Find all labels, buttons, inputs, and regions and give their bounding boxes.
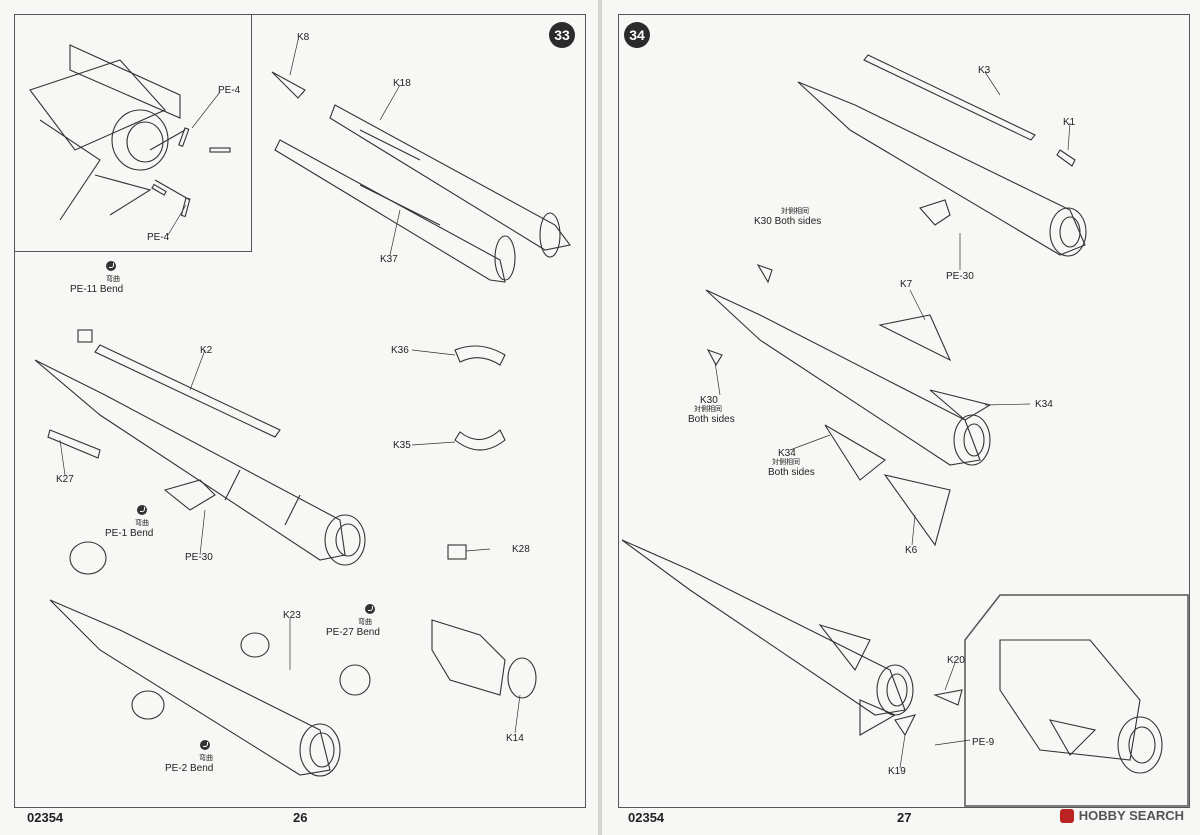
label-pe1-bend: Bend <box>130 528 154 539</box>
page-gutter <box>598 0 602 835</box>
label-k34-left-note: Both sides <box>768 467 815 478</box>
label-pe2-bend-jp: 弯曲 <box>199 755 213 762</box>
label-k30-top-jp: 対側相同 <box>781 208 809 215</box>
label-pe11-bend: Bend <box>99 284 124 295</box>
label-k6: K6 <box>905 545 918 556</box>
left-page-number: 26 <box>293 810 308 825</box>
bend-icon <box>106 261 116 271</box>
label-pe1-bend-jp: 弯曲 <box>135 520 149 527</box>
label-k8: K8 <box>297 32 310 43</box>
left-product-code: 02354 <box>27 810 64 825</box>
right-page-number: 27 <box>897 810 912 825</box>
label-pe4-top: PE-4 <box>218 85 241 96</box>
hobby-search-logo-icon <box>1059 808 1074 823</box>
label-k28: K28 <box>512 544 530 555</box>
label-pe2-part: PE-2 <box>165 763 188 774</box>
right-page-border <box>618 14 1190 808</box>
label-k30-top-note: Both sides <box>774 216 822 227</box>
label-k30-top-part: K30 <box>754 216 772 227</box>
right-product-code: 02354 <box>628 810 665 825</box>
bend-icon <box>200 740 210 750</box>
bend-icon <box>137 505 147 515</box>
step-number-33: 33 <box>549 22 575 48</box>
label-k7: K7 <box>900 279 913 290</box>
label-k34-right: K34 <box>1035 399 1053 410</box>
label-pe30-left: PE-30 <box>185 552 213 563</box>
label-pe11-bend-jp: 弯曲 <box>106 276 120 283</box>
label-k14: K14 <box>506 733 524 744</box>
label-pe11-part: PE-11 <box>70 284 98 295</box>
label-k30-bottom-jp: 対側相同 <box>694 406 722 413</box>
hobby-search-watermark: HOBBY SEARCH <box>1059 808 1184 823</box>
label-k34-left-jp: 対側相同 <box>772 459 800 466</box>
label-k37: K37 <box>380 254 398 265</box>
label-k30-bottom-note: Both sides <box>688 414 735 425</box>
label-pe1: 弯曲 PE-1 Bend <box>105 520 153 539</box>
label-pe27: 弯曲 PE-27 Bend <box>326 619 380 638</box>
label-k35: K35 <box>393 440 411 451</box>
label-pe30-right: PE-30 <box>946 271 974 282</box>
label-k2: K2 <box>200 345 213 356</box>
label-pe4-bottom: PE-4 <box>147 232 170 243</box>
label-pe27-bend-jp: 弯曲 <box>358 619 372 626</box>
label-pe27-part: PE-27 <box>326 627 354 638</box>
label-k18: K18 <box>393 78 411 89</box>
step-number-34: 34 <box>624 22 650 48</box>
label-k27: K27 <box>56 474 74 485</box>
label-k19: K19 <box>888 766 906 777</box>
label-pe11: 弯曲 PE-11 Bend <box>70 276 123 295</box>
detail-inset-frame <box>14 14 252 252</box>
label-k34-left-part: K34 <box>778 448 796 459</box>
left-page-border <box>14 14 586 808</box>
label-k20: K20 <box>947 655 965 666</box>
label-k3: K3 <box>978 65 991 76</box>
label-pe27-bend: Bend <box>356 627 380 638</box>
label-k34-left: K34 対側相同 Both sides <box>768 448 815 478</box>
label-k23: K23 <box>283 610 301 621</box>
label-pe9: PE-9 <box>972 737 995 748</box>
label-k36: K36 <box>391 345 409 356</box>
watermark-text: HOBBY SEARCH <box>1078 808 1184 823</box>
label-k1: K1 <box>1063 117 1076 128</box>
label-pe2: 弯曲 PE-2 Bend <box>165 755 213 774</box>
label-k30-top: 対側相同 K30 Both sides <box>754 208 821 227</box>
label-k30-bottom: K30 対側相同 Both sides <box>688 395 735 425</box>
label-pe1-part: PE-1 <box>105 528 128 539</box>
label-pe2-bend: Bend <box>190 763 214 774</box>
bend-icon <box>365 604 375 614</box>
label-k30-bottom-part: K30 <box>700 395 718 406</box>
